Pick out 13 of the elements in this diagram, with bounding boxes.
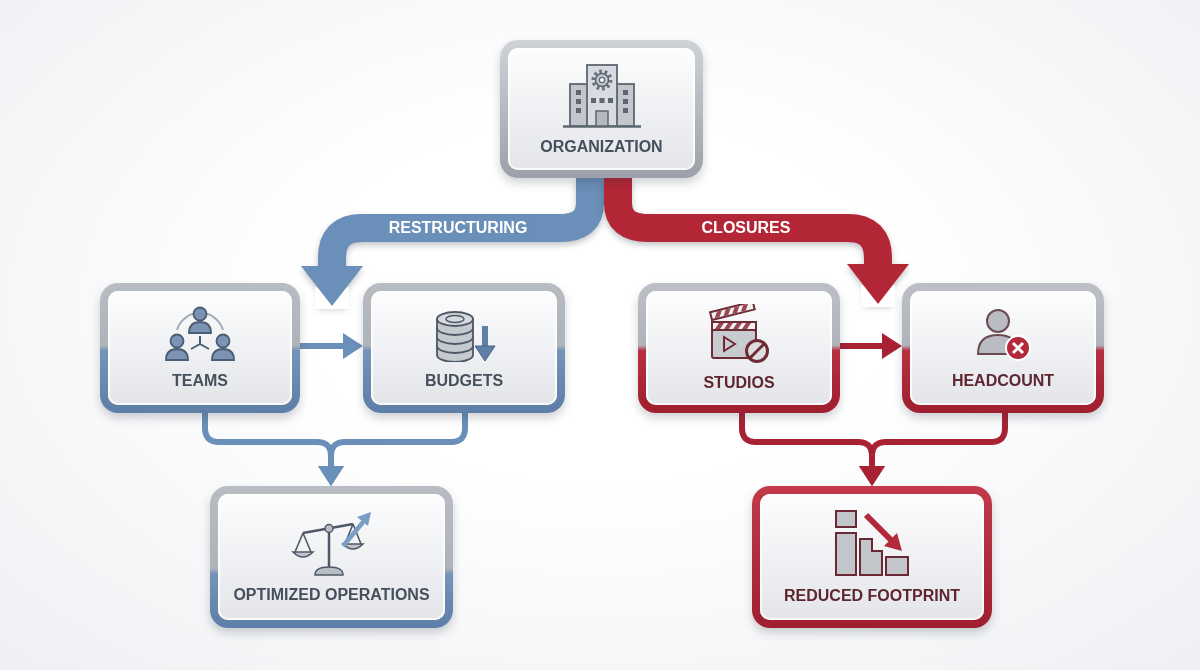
node-label: OPTIMIZED OPERATIONS [233,586,430,604]
arrow [840,333,902,359]
arrow [301,178,604,306]
node-label: STUDIOS [703,374,775,392]
node-label: TEAMS [172,372,228,390]
node-label: ORGANIZATION [540,138,663,156]
arrow [300,333,363,359]
arrow [604,178,909,304]
node-label: BUDGETS [424,372,504,390]
arrow [859,413,1008,486]
node-label: REDUCED FOOTPRINT [784,587,960,605]
node-label: HEADCOUNT [951,372,1055,390]
arrow [318,413,468,486]
